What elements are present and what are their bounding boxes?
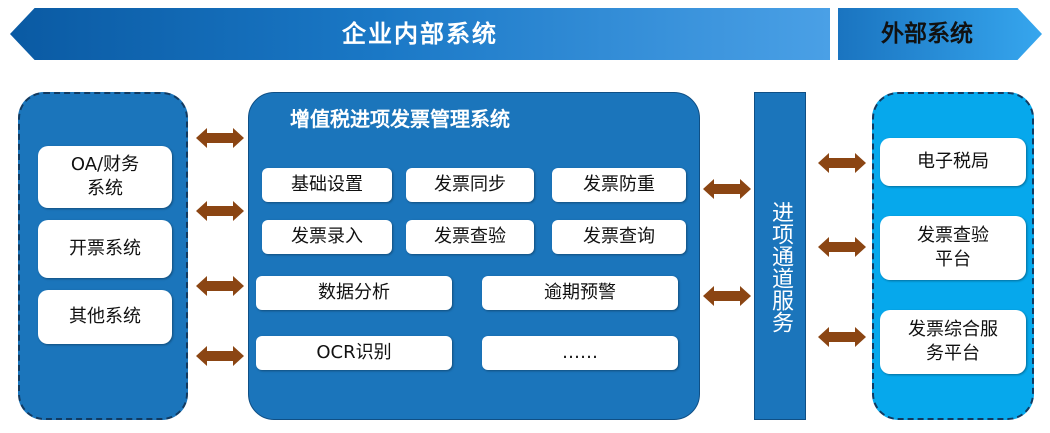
internal-banner-title: 企业内部系统 xyxy=(342,20,498,48)
bidirectional-arrow xyxy=(818,153,866,173)
bidirectional-arrow xyxy=(818,327,866,347)
invoice-query-box: 发票查询 xyxy=(552,220,686,254)
invoice-sync-box: 发票同步 xyxy=(406,168,534,202)
basic-settings-box: 基础设置 xyxy=(262,168,392,202)
external-banner xyxy=(838,8,1042,60)
invoice-service-platform-box: 发票综合服 务平台 xyxy=(880,310,1026,374)
more-box: …… xyxy=(482,336,678,370)
invoice-verification-box: 发票查验 xyxy=(406,220,534,254)
vat-system-title: 增值税进项发票管理系统 xyxy=(290,107,510,131)
bidirectional-arrow xyxy=(196,276,244,296)
bidirectional-arrow xyxy=(196,346,244,366)
ocr-recognition-box: OCR识别 xyxy=(256,336,452,370)
invoicing-system-box: 开票系统 xyxy=(38,220,172,278)
external-banner-title: 外部系统 xyxy=(881,21,973,47)
invoice-dedup-box: 发票防重 xyxy=(552,168,686,202)
bidirectional-arrow xyxy=(703,179,751,199)
other-systems-box: 其他系统 xyxy=(38,290,172,344)
invoice-verification-platform-box: 发票查验 平台 xyxy=(880,216,1026,280)
input-channel-service-label: 进项通道服务 xyxy=(768,201,793,333)
invoice-entry-box: 发票录入 xyxy=(262,220,392,254)
e-tax-bureau-box: 电子税局 xyxy=(880,138,1026,186)
overdue-warning-box: 逾期预警 xyxy=(482,276,678,310)
bidirectional-arrow xyxy=(196,128,244,148)
bidirectional-arrow xyxy=(703,286,751,306)
bidirectional-arrow xyxy=(196,201,244,221)
data-analysis-box: 数据分析 xyxy=(256,276,452,310)
vat-input-invoice-system-panel xyxy=(248,92,700,420)
oa-finance-system-box: OA/财务 系统 xyxy=(38,146,172,208)
input-channel-service-panel xyxy=(754,92,806,420)
internal-banner xyxy=(10,8,830,60)
bidirectional-arrow xyxy=(818,237,866,257)
